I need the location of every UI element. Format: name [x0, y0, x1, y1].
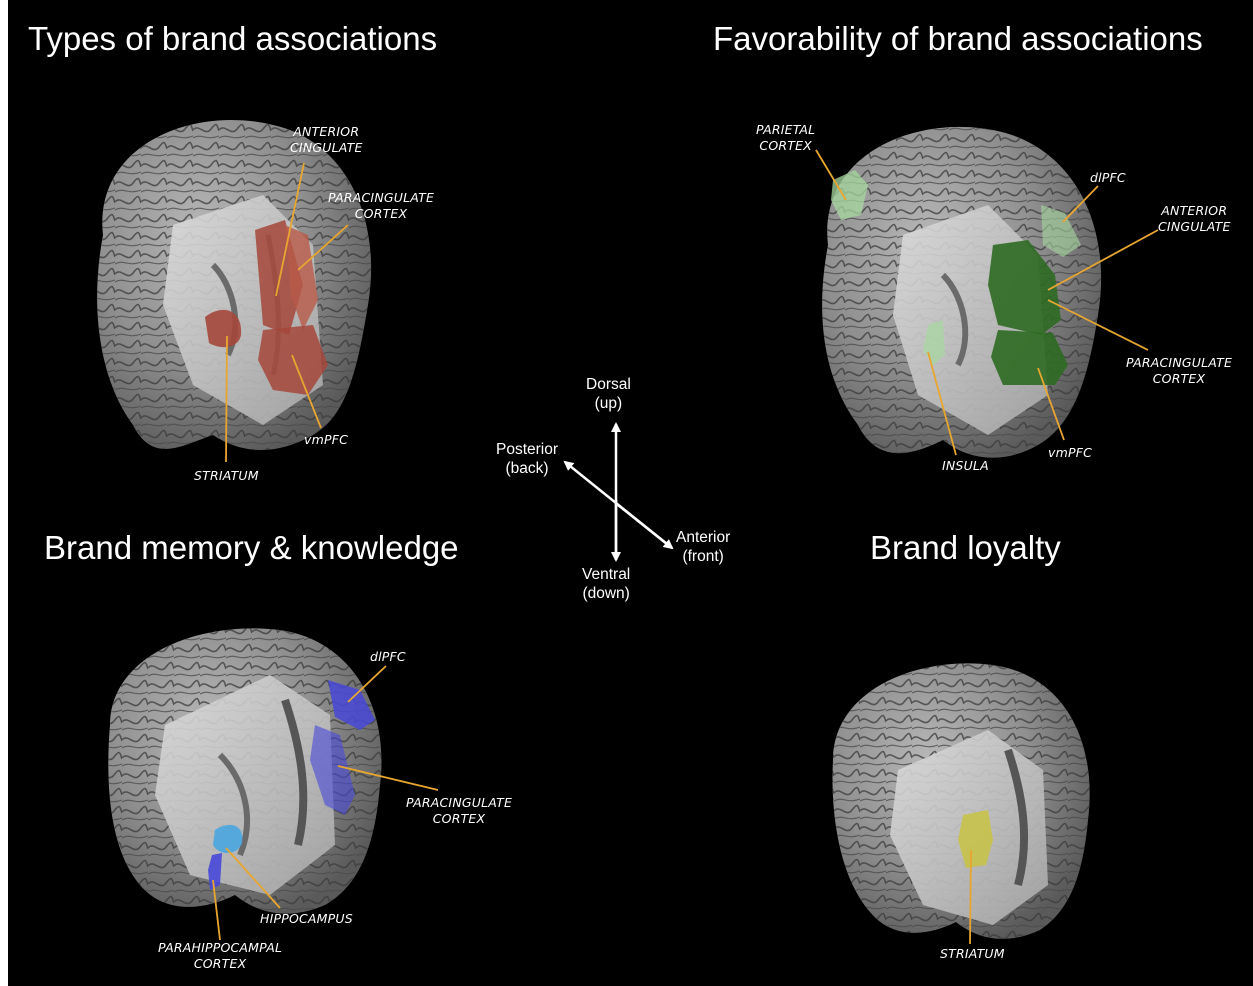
region-vmpfc-fav: [991, 330, 1068, 385]
brain-render-favorability: [822, 126, 1102, 458]
label-dlpfc-fav: dlPFC: [1090, 170, 1126, 185]
label-vmpfc-fav: vmPFC: [1048, 445, 1093, 460]
region-vmpfc: [258, 325, 328, 395]
orientation-arrows: [563, 422, 674, 562]
region-dlpfc-fav: [1041, 205, 1081, 257]
brain-render-memory: [108, 628, 382, 914]
label-parietal: PARIETAL CORTEX: [756, 122, 816, 153]
panel-title-favorability: Favorability of brand associations: [713, 20, 1203, 57]
dir-posterior: Posterior (back): [496, 441, 559, 478]
panel-title-memory: Brand memory & knowledge: [44, 529, 459, 566]
label-hippocampus: HIPPOCAMPUS: [260, 911, 353, 926]
region-hippocampus: [213, 824, 243, 854]
label-paracingulate-types: PARACINGULATE CORTEX: [328, 190, 435, 221]
label-striatum-types: STRIATUM: [194, 468, 259, 483]
region-paracingulate-mem: [310, 725, 355, 815]
label-vmpfc-types: vmPFC: [304, 432, 349, 447]
arrow-anterior: [617, 504, 674, 550]
region-dlpfc-mem: [328, 680, 375, 730]
region-striatum-loyalty: [958, 810, 993, 868]
leader-lines: [212, 149, 1159, 945]
region-parietal: [831, 170, 868, 220]
dir-anterior: Anterior (front): [676, 529, 731, 566]
region-parahippocampal: [208, 853, 222, 890]
region-striatum: [205, 309, 242, 348]
region-anterior-cingulate-fav: [988, 240, 1061, 335]
dir-dorsal: Dorsal (up): [586, 376, 631, 413]
annotation-overlay: [212, 149, 1159, 945]
label-anterior-cingulate-types: ANTERIOR CINGULATE: [290, 124, 363, 155]
label-striatum-loyalty: STRIATUM: [940, 946, 1005, 961]
label-paracingulate-fav: PARACINGULATE CORTEX: [1126, 355, 1233, 386]
brain-render-loyalty: [832, 663, 1090, 939]
figure-canvas: Types of brand associations ANTERIOR CIN…: [8, 0, 1253, 986]
panel-title-types: Types of brand associations: [28, 20, 438, 57]
dir-ventral: Ventral (down): [582, 566, 631, 603]
brain-render-types: [97, 119, 372, 451]
label-anterior-cingulate-fav: ANTERIOR CINGULATE: [1158, 203, 1231, 234]
label-dlpfc-mem: dlPFC: [370, 649, 406, 664]
label-parahippocampal: PARAHIPPOCAMPAL CORTEX: [158, 940, 283, 971]
label-paracingulate-mem: PARACINGULATE CORTEX: [406, 795, 513, 826]
panel-title-loyalty: Brand loyalty: [870, 529, 1061, 566]
label-insula: INSULA: [942, 458, 989, 473]
region-paracingulate: [285, 225, 318, 330]
